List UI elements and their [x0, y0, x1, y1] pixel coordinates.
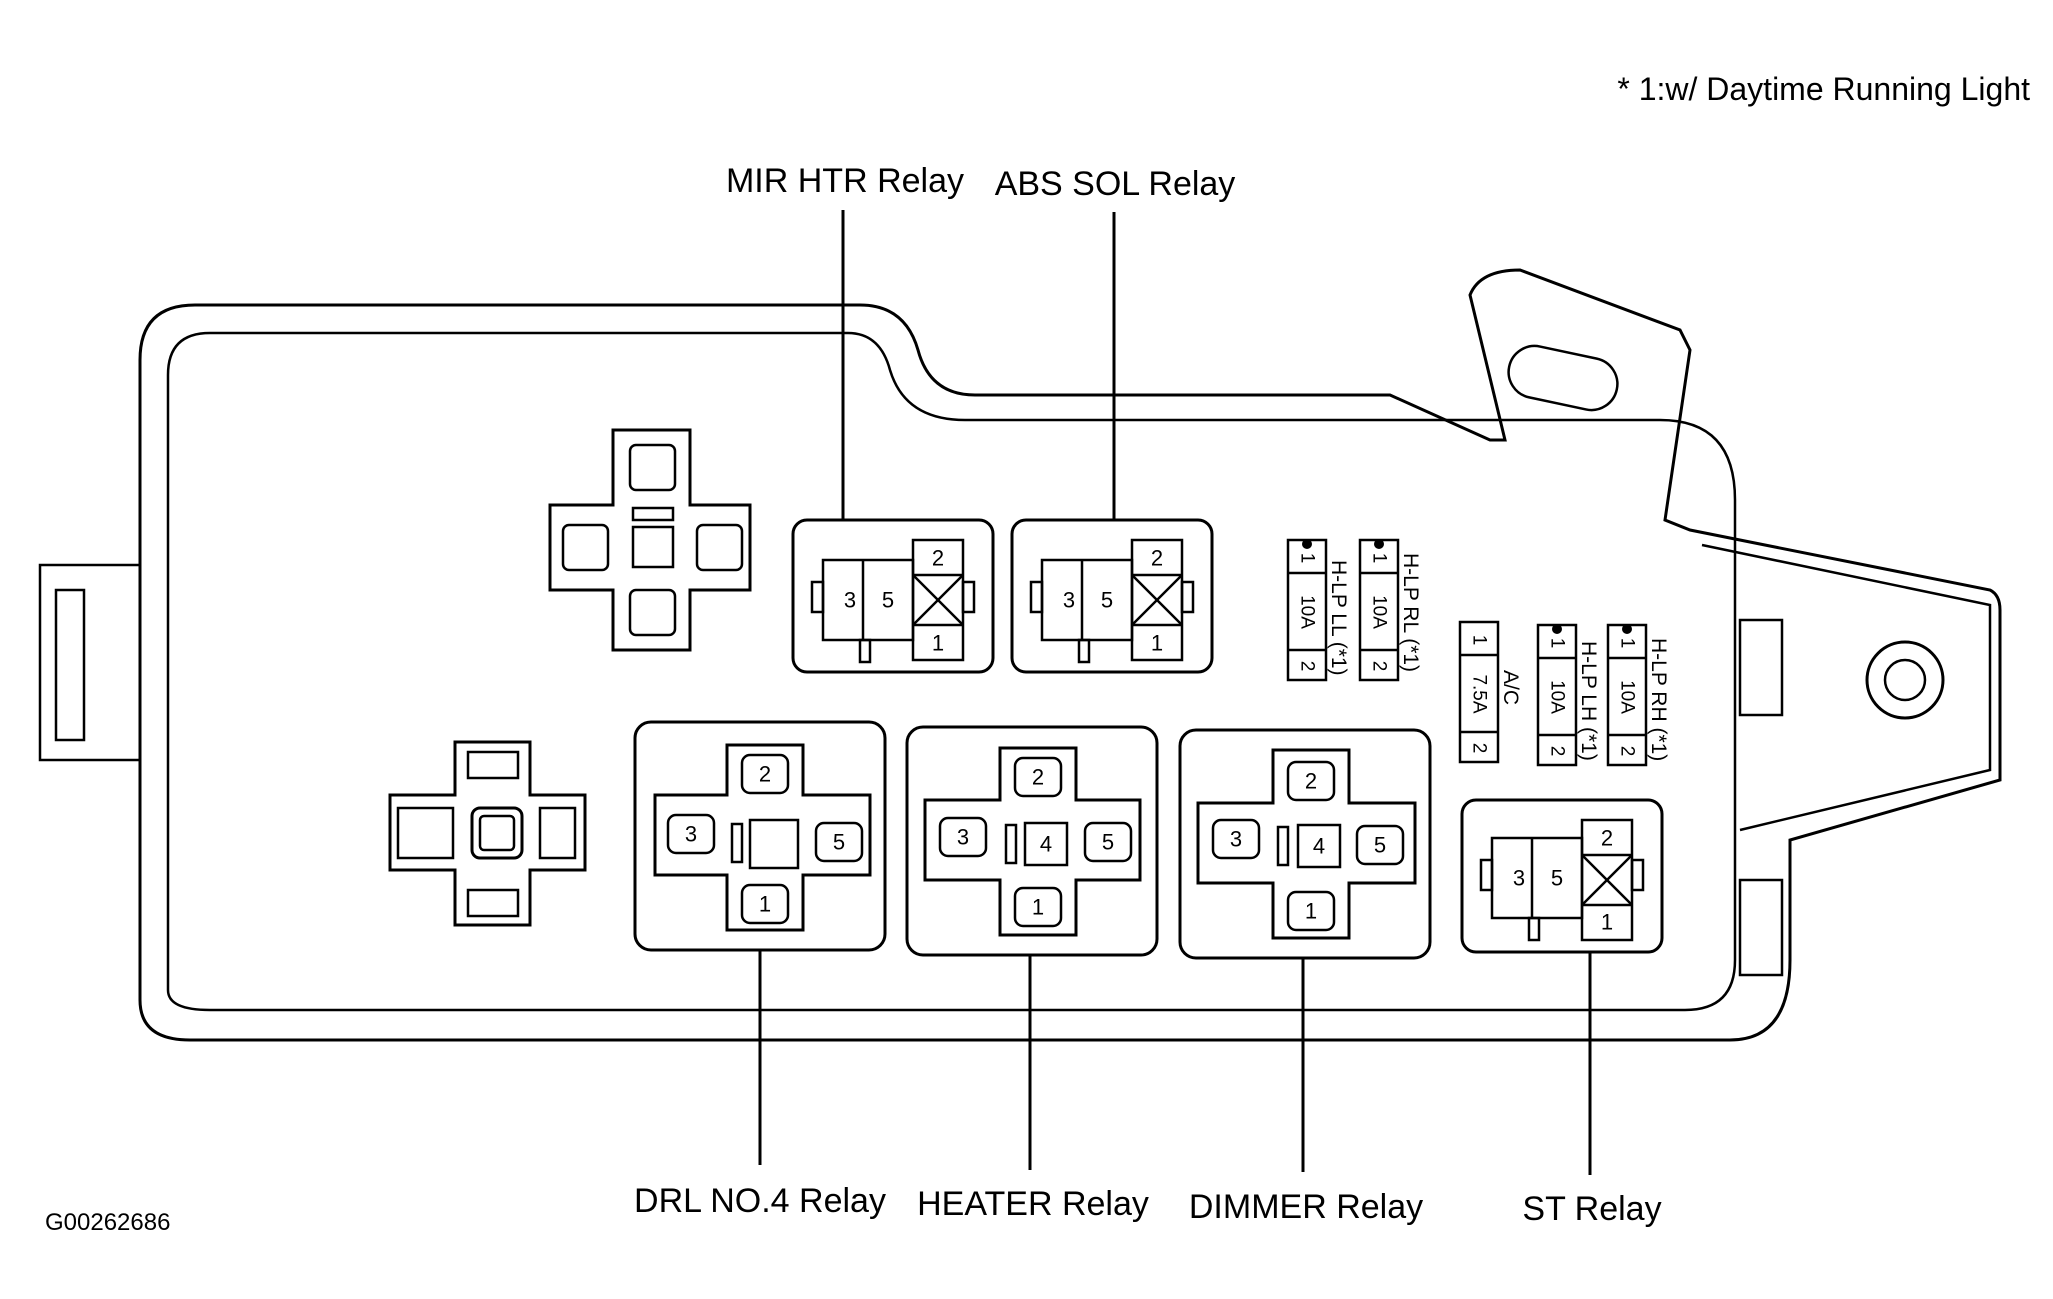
fuse-pin-2: 2 — [1617, 746, 1638, 757]
pin-3: 3 — [844, 588, 856, 613]
fuse-rating: 10A — [1297, 595, 1318, 629]
st-relay: ST Relay 3 5 2 1 — [1460, 798, 1664, 1228]
fuse-pin-2: 2 — [1369, 661, 1390, 672]
pin-2: 2 — [759, 762, 771, 787]
pin-5: 5 — [1374, 833, 1386, 858]
pin-5: 5 — [882, 588, 894, 613]
fuse-box-housing — [38, 268, 2002, 1042]
pin-1: 1 — [1032, 895, 1044, 920]
pin-1: 1 — [1305, 899, 1317, 924]
pin-2: 2 — [1305, 769, 1317, 794]
fuse-pin-2: 2 — [1547, 746, 1568, 757]
pin-5: 5 — [1102, 830, 1114, 855]
drl-no4-relay: DRL NO.4 Relay 2 3 5 1 — [633, 720, 887, 1220]
relay-label: ST Relay — [1522, 1190, 1661, 1228]
pin-4: 4 — [1313, 834, 1325, 859]
heater-relay: HEATER Relay 2 3 4 5 1 — [905, 725, 1159, 1223]
fuse-rating: 7.5A — [1469, 674, 1490, 713]
fuse-name: H-LP LL (*1) — [1327, 560, 1350, 676]
relay-label: DRL NO.4 Relay — [634, 1182, 886, 1220]
mir-htr-relay: MIR HTR Relay 3 5 2 1 — [726, 162, 995, 674]
blank-relay-socket-lower — [388, 740, 587, 927]
fuse-h-lp-ll: 1 10A 2 H-LP LL (*1) — [1286, 538, 1350, 682]
pin-3: 3 — [1513, 866, 1525, 891]
pin-2: 2 — [1601, 826, 1613, 851]
fuse-pin-2: 2 — [1297, 661, 1318, 672]
fuse-pin-2: 2 — [1469, 743, 1490, 754]
fuse-h-lp-lh: 1 10A 2 H-LP LH (*1) — [1536, 623, 1600, 767]
fuse-rating: 10A — [1547, 680, 1568, 714]
fuse-pin-1: 1 — [1469, 635, 1490, 646]
pin-3: 3 — [1063, 588, 1075, 613]
pin-1: 1 — [1151, 631, 1163, 656]
pin-3: 3 — [957, 825, 969, 850]
pin-1: 1 — [932, 631, 944, 656]
abs-sol-relay: ABS SOL Relay 3 5 2 1 — [995, 165, 1236, 674]
fuse-pin-1: 1 — [1617, 638, 1638, 649]
relay-label: HEATER Relay — [917, 1185, 1149, 1223]
pin-5: 5 — [833, 830, 845, 855]
pin-2: 2 — [932, 546, 944, 571]
dimmer-relay: DIMMER Relay 2 3 4 5 1 — [1178, 728, 1432, 1226]
fuse-name: A/C — [1499, 670, 1522, 705]
blank-relay-socket-upper — [548, 428, 752, 652]
fuse-name: H-LP RH (*1) — [1647, 638, 1670, 761]
fuse-rating: 10A — [1617, 680, 1638, 714]
relay-label: MIR HTR Relay — [726, 162, 964, 200]
figure-code: G00262686 — [45, 1209, 170, 1236]
pin-4: 4 — [1040, 832, 1052, 857]
pin-2: 2 — [1151, 546, 1163, 571]
fuse-pin-1: 1 — [1369, 553, 1390, 564]
pin-3: 3 — [685, 822, 697, 847]
pin-5: 5 — [1551, 866, 1563, 891]
pin-1: 1 — [759, 892, 771, 917]
pin-2: 2 — [1032, 765, 1044, 790]
fuse-rating: 10A — [1369, 595, 1390, 629]
fuse-a-c: 1 7.5A 2 A/C — [1458, 620, 1522, 764]
footnote: * 1:w/ Daytime Running Light — [1617, 71, 2030, 107]
relay-label: DIMMER Relay — [1189, 1188, 1423, 1226]
fuse-pin-1: 1 — [1547, 638, 1568, 649]
pin-5: 5 — [1101, 588, 1113, 613]
pin-3: 3 — [1230, 827, 1242, 852]
fuse-h-lp-rh: 1 10A 2 H-LP RH (*1) — [1606, 623, 1670, 767]
relay-label: ABS SOL Relay — [995, 165, 1236, 203]
fuse-name: H-LP RL (*1) — [1399, 553, 1422, 672]
fuse-pin-1: 1 — [1297, 553, 1318, 564]
pin-1: 1 — [1601, 910, 1613, 935]
fuse-h-lp-rl: 1 10A 2 H-LP RL (*1) — [1358, 538, 1422, 682]
fuse-name: H-LP LH (*1) — [1577, 641, 1600, 761]
